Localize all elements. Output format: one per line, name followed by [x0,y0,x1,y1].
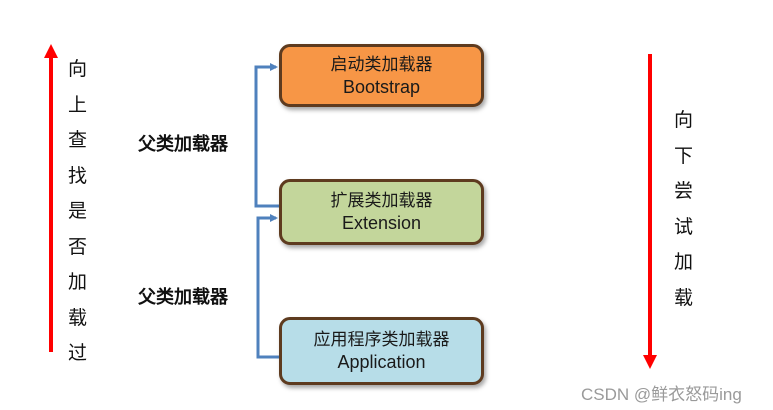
up-label-char: 查 [68,129,88,151]
connector-extension-to-bootstrap [254,63,280,208]
up-label-char: 向 [68,58,88,80]
up-label-char: 否 [68,235,88,258]
up-label-char: 加 [68,271,88,293]
up-arrow [44,44,58,352]
down-arrow-label: 向 下 尝 试 加 载 [674,103,693,316]
down-label-char: 加 [674,251,694,273]
down-arrow [643,54,657,369]
up-label-char: 上 [68,93,88,116]
down-label-char: 尝 [674,180,694,202]
box-subtitle: Extension [341,213,422,233]
up-arrow-label: 向 上 查 找 是 否 加 载 过 [68,52,87,372]
up-label-char: 找 [68,164,88,187]
box-title: 启动类加载器 [330,54,433,75]
parent-loader-label-1: 父类加载器 [138,134,228,155]
application-loader-box: 应用程序类加载器 Application [279,317,484,385]
parent-loader-label-2: 父类加载器 [138,287,228,308]
box-title: 扩展类加载器 [330,191,433,211]
connector-application-to-extension [256,214,280,359]
down-label-char: 向 [674,109,694,131]
up-label-char: 过 [68,342,88,364]
box-title: 应用程序类加载器 [313,330,450,350]
up-label-char: 载 [68,306,88,329]
box-subtitle: Bootstrap [342,76,421,97]
up-label-char: 是 [68,200,88,222]
down-label-char: 试 [674,215,694,238]
bootstrap-loader-box: 启动类加载器 Bootstrap [279,44,484,107]
extension-loader-box: 扩展类加载器 Extension [279,179,484,245]
down-label-char: 下 [674,144,694,167]
box-subtitle: Application [337,352,426,372]
down-label-char: 载 [674,286,694,309]
watermark: CSDN @鲜衣怒码ing [581,385,742,404]
